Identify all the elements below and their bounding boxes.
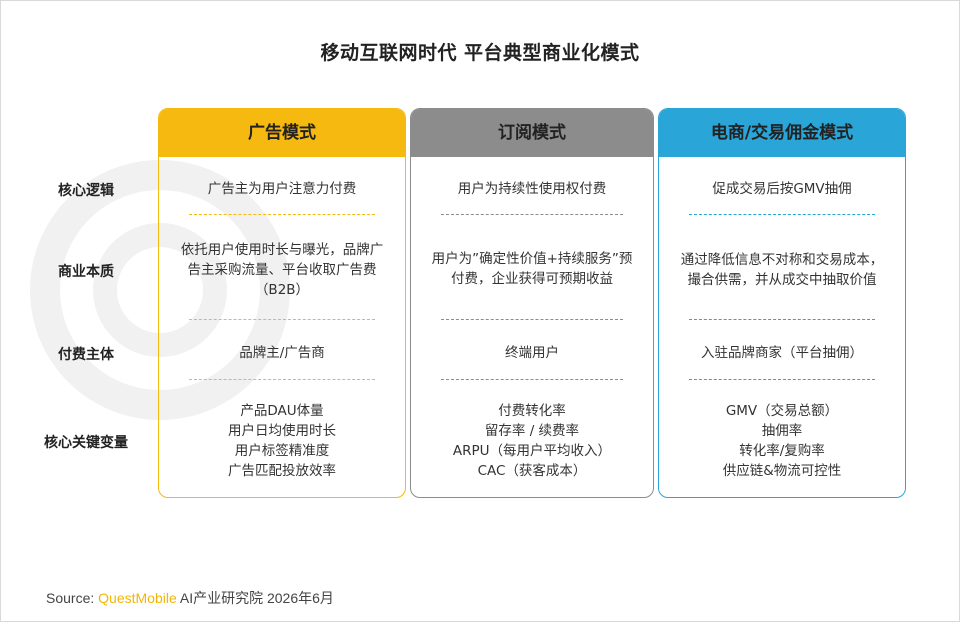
card-header: 广告模式 xyxy=(159,109,405,157)
dashed-divider xyxy=(189,214,375,215)
card-advertising-model: 广告模式 广告主为用户注意力付费 依托用户使用时长与曝光，品牌广告主采购流量、平… xyxy=(158,108,406,498)
cell-key-variables: 付费转化率 留存率 / 续费率 ARPU（每用户平均收入） CAC（获客成本） xyxy=(427,399,637,483)
variable-item: 转化率/复购率 xyxy=(739,443,825,459)
cell-key-variables: GMV（交易总额） 抽佣率 转化率/复购率 供应链&物流可控性 xyxy=(675,399,889,483)
cell-key-variables: 产品DAU体量 用户日均使用时长 用户标签精准度 广告匹配投放效率 xyxy=(175,399,389,483)
cell-core-logic: 促成交易后按GMV抽佣 xyxy=(712,181,852,197)
dashed-divider xyxy=(189,379,375,380)
dashed-divider xyxy=(441,319,623,320)
cell-business-essence: 用户为”确定性价值+持续服务”预付费，企业获得可预期收益 xyxy=(431,251,633,287)
card-header: 电商/交易佣金模式 xyxy=(659,109,905,157)
dashed-divider xyxy=(689,319,875,320)
cell-payer: 入驻品牌商家（平台抽佣） xyxy=(701,345,863,361)
dashed-divider xyxy=(689,214,875,215)
variable-item: 供应链&物流可控性 xyxy=(722,463,842,479)
variable-item: GMV（交易总额） xyxy=(725,403,839,419)
cell-payer: 终端用户 xyxy=(505,345,559,361)
source-note: Source: QuestMobile AI产业研究院 2026年6月 xyxy=(46,588,334,608)
cell-core-logic: 广告主为用户注意力付费 xyxy=(207,181,357,197)
source-prefix: Source: xyxy=(46,590,95,606)
card-ecommerce-commission-model: 电商/交易佣金模式 促成交易后按GMV抽佣 通过降低信息不对称和交易成本，撮合供… xyxy=(658,108,906,498)
cell-payer: 品牌主/广告商 xyxy=(239,345,325,361)
page-title: 移动互联网时代 平台典型商业化模式 xyxy=(320,42,640,64)
variable-item: 用户日均使用时长 xyxy=(228,423,336,439)
variable-item: 广告匹配投放效率 xyxy=(228,463,336,479)
dashed-divider xyxy=(189,319,375,320)
row-label-payer: 付费主体 xyxy=(58,347,114,363)
variable-item: ARPU（每用户平均收入） xyxy=(452,443,612,459)
card-subscription-model: 订阅模式 用户为持续性使用权付费 用户为”确定性价值+持续服务”预付费，企业获得… xyxy=(410,108,654,498)
row-label-variables: 核心关键变量 xyxy=(44,435,128,451)
row-label-essence: 商业本质 xyxy=(58,264,114,280)
source-brand: QuestMobile xyxy=(98,590,177,606)
variable-item: 抽佣率 xyxy=(761,423,803,439)
card-header: 订阅模式 xyxy=(411,109,653,157)
dashed-divider xyxy=(689,379,875,380)
variable-item: 付费转化率 xyxy=(498,403,566,419)
dashed-divider xyxy=(441,214,623,215)
dashed-divider xyxy=(441,379,623,380)
cell-core-logic: 用户为持续性使用权付费 xyxy=(457,181,607,197)
variable-item: 留存率 / 续费率 xyxy=(484,423,580,439)
row-label-logic: 核心逻辑 xyxy=(58,183,114,199)
cell-business-essence: 通过降低信息不对称和交易成本，撮合供需，并从成交中抽取价值 xyxy=(680,252,884,288)
source-suffix: AI产业研究院 2026年6月 xyxy=(179,590,334,606)
variable-item: CAC（获客成本） xyxy=(477,463,587,479)
cell-business-essence: 依托用户使用时长与曝光，品牌广告主采购流量、平台收取广告费（B2B） xyxy=(180,242,384,298)
variable-item: 产品DAU体量 xyxy=(240,403,324,419)
variable-item: 用户标签精准度 xyxy=(234,443,330,459)
